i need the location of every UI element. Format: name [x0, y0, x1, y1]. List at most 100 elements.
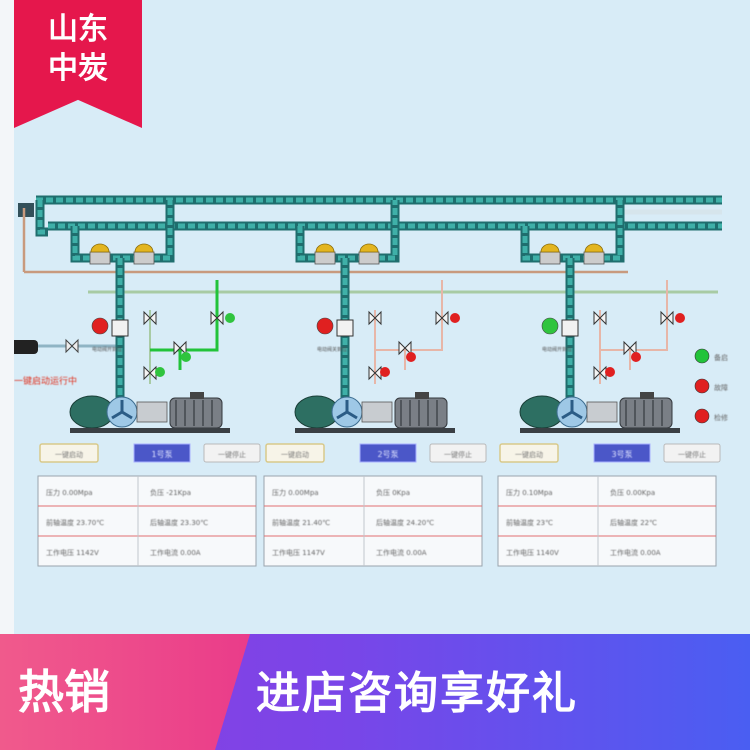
param-cell: 工作电压 1142V	[46, 548, 99, 557]
pump-unit-1[interactable]	[69, 392, 230, 433]
valve-status-icon	[225, 313, 235, 323]
pump-name-badge-3: 3号泵	[593, 443, 651, 463]
param-cell: 压力 0.10Mpa	[506, 488, 553, 497]
pressure-gauge-1a[interactable]	[89, 243, 111, 265]
gauge-body	[539, 251, 561, 265]
gauge-body	[583, 251, 605, 265]
status-legend-item: 故障	[694, 378, 728, 394]
pressure-gauge-3a[interactable]	[539, 243, 561, 265]
electric-valve-1-icon[interactable]	[111, 319, 129, 337]
param-cell: 工作电流 0.00A	[150, 548, 201, 557]
pump-name-label: 2号泵	[377, 450, 398, 459]
header-end-valve-icon[interactable]	[18, 203, 34, 217]
param-cell: 工作电流 0.00A	[610, 548, 661, 557]
branch-valve-2a[interactable]	[368, 310, 382, 326]
start-button-2[interactable]: 一键启动	[265, 443, 325, 463]
header-pipe-left-cap-inner	[37, 200, 48, 235]
inlet-valve-icon[interactable]	[65, 338, 79, 354]
param-cell: 前轴温度 23.70℃	[46, 518, 104, 527]
stop-button-bg[interactable]	[663, 443, 721, 463]
param-cell: 后轴温度 22℃	[610, 518, 657, 527]
start-button-label: 一键启动	[515, 450, 543, 459]
valve-tag-3: 电动阀开到位	[542, 346, 572, 353]
branch-valve-2c[interactable]	[398, 340, 412, 356]
coupling-guard	[136, 401, 168, 423]
motor-body	[394, 397, 448, 429]
start-button-1[interactable]: 一键启动	[39, 443, 99, 463]
param-card-bg	[497, 475, 717, 567]
pump-name-label: 1号泵	[151, 450, 172, 459]
valve-status-icon	[675, 313, 685, 323]
promo-banner[interactable]: 热销 进店咨询享好礼	[0, 634, 750, 750]
pressure-gauge-1b[interactable]	[133, 243, 155, 265]
stop-button-bg[interactable]	[203, 443, 261, 463]
gauge-dome-icon	[315, 243, 335, 253]
branch-valve-2d[interactable]	[368, 365, 382, 381]
branch-valve-1b[interactable]	[210, 310, 224, 326]
status-indicator-icon	[694, 408, 710, 424]
pump-name-bg	[593, 443, 651, 463]
motor-body	[619, 397, 673, 429]
valve-status-icon	[155, 367, 165, 377]
motor-terminal-box	[415, 392, 429, 399]
pressure-gauge-2a[interactable]	[314, 243, 336, 265]
gauge-body	[358, 251, 380, 265]
brand-line-2: 中炭	[48, 51, 108, 86]
param-cell: 前轴温度 21.40℃	[272, 518, 330, 527]
pump-name-badge-2: 2号泵	[359, 443, 417, 463]
gauge-body	[89, 251, 111, 265]
pump-status-light-1	[91, 317, 109, 335]
branch-valve-1a[interactable]	[143, 310, 157, 326]
stop-button-bg[interactable]	[429, 443, 487, 463]
param-cell: 压力 0.00Mpa	[46, 488, 93, 497]
start-button-bg[interactable]	[265, 443, 325, 463]
branch-line-2b	[375, 280, 443, 351]
fan-blades	[111, 400, 133, 420]
start-button-bg[interactable]	[499, 443, 559, 463]
pump-unit-3[interactable]	[519, 392, 680, 433]
gauge-body	[133, 251, 155, 265]
branch-valve-1d[interactable]	[143, 365, 157, 381]
pump-base	[520, 428, 680, 433]
branch-valve-1c[interactable]	[173, 340, 187, 356]
valve-status-icon	[406, 352, 416, 362]
valve-status-icon	[631, 352, 641, 362]
branch-valve-3d[interactable]	[593, 365, 607, 381]
status-indicator-icon	[694, 378, 710, 394]
branch-valve-3c[interactable]	[623, 340, 637, 356]
station-manifold-2-inner	[297, 200, 398, 261]
start-button-3[interactable]: 一键启动	[499, 443, 559, 463]
stop-button-2[interactable]: 一键停止	[429, 443, 487, 463]
branch-valve-2b[interactable]	[435, 310, 449, 326]
start-button-bg[interactable]	[39, 443, 99, 463]
coupling-guard	[586, 401, 618, 423]
stop-button-3[interactable]: 一键停止	[663, 443, 721, 463]
electric-valve-2-icon[interactable]	[336, 319, 354, 337]
param-cell: 工作电压 1140V	[506, 548, 559, 557]
valve-status-icon	[380, 367, 390, 377]
pump-status-light-3	[541, 317, 559, 335]
promo-hot-tag	[0, 634, 250, 750]
param-cell: 工作电流 0.00A	[376, 548, 427, 557]
electric-valve-3-icon[interactable]	[561, 319, 579, 337]
status-legend-label: 故障	[714, 383, 728, 392]
fan-blades	[336, 400, 358, 420]
pressure-gauge-2b[interactable]	[358, 243, 380, 265]
status-legend-item: 检修	[694, 408, 728, 424]
stop-button-1[interactable]: 一键停止	[203, 443, 261, 463]
gauge-dome-icon	[540, 243, 560, 253]
branch-valve-3b[interactable]	[660, 310, 674, 326]
pump-unit-2[interactable]	[294, 392, 455, 433]
left-margin	[0, 0, 14, 750]
branch-valve-3a[interactable]	[593, 310, 607, 326]
param-cell: 后轴温度 23.30℃	[150, 518, 208, 527]
pressure-gauge-3b[interactable]	[583, 243, 605, 265]
pump-name-bg	[133, 443, 191, 463]
pump-base	[295, 428, 455, 433]
status-legend-item: 备启	[694, 348, 728, 364]
